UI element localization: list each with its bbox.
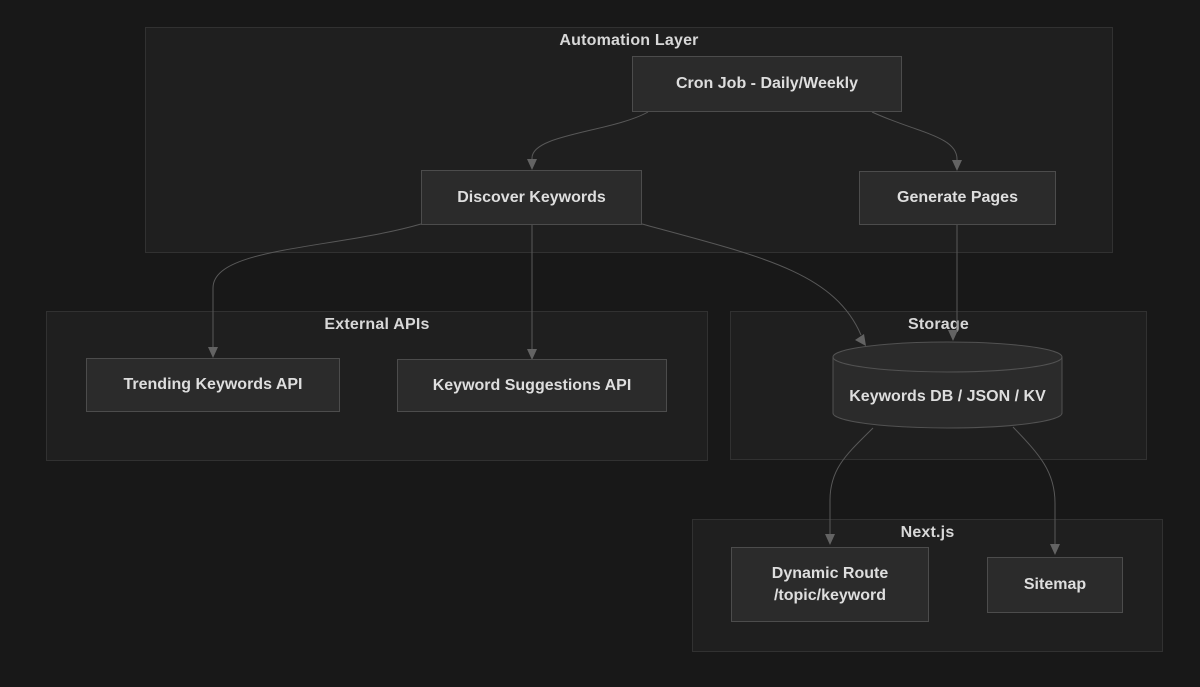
group-nextjs-title: Next.js	[900, 524, 955, 541]
node-dynamic-route-label-line2: /topic/keyword	[773, 586, 887, 604]
node-sitemap-label: Sitemap	[1023, 576, 1087, 594]
arrowhead-icon	[825, 534, 835, 545]
node-generate-pages-label: Generate Pages	[897, 189, 1018, 207]
edge-keywordsdb-to-sitemap	[1012, 426, 1056, 544]
arrowhead-icon	[948, 330, 958, 341]
arrowhead-icon	[527, 159, 537, 170]
node-trending-keywords-api: Trending Keywords API	[86, 358, 340, 412]
edge-discover-to-keywordsdb	[641, 223, 862, 336]
node-dynamic-route-label-line1: Dynamic Route	[771, 564, 889, 582]
node-sitemap: Sitemap	[987, 557, 1123, 613]
group-storage-title: Storage	[908, 316, 969, 333]
arrowhead-icon	[208, 347, 218, 358]
node-cron-job: Cron Job - Daily/Weekly	[632, 56, 902, 112]
node-keyword-suggestions-api-label: Keyword Suggestions API	[432, 376, 632, 394]
database-cylinder-top-icon	[832, 341, 1063, 373]
arrowhead-icon	[1050, 544, 1060, 555]
database-cylinder-icon	[832, 357, 1063, 429]
edge-keywordsdb-to-dynamicroute	[829, 427, 874, 534]
arrowhead-icon	[952, 160, 962, 171]
group-automation-layer-title: Automation Layer	[559, 32, 699, 49]
node-trending-keywords-api-label: Trending Keywords API	[123, 376, 303, 394]
edge-discover-to-trending	[212, 223, 422, 347]
edge-cronjob-to-generate	[871, 111, 958, 160]
group-external-apis-title: External APIs	[324, 316, 430, 333]
edge-cronjob-to-discover	[531, 111, 649, 159]
node-keywords-db-label: Keywords DB / JSON / KV	[849, 388, 1046, 405]
node-dynamic-route: Dynamic Route /topic/keyword	[731, 547, 929, 622]
node-generate-pages: Generate Pages	[859, 171, 1056, 225]
node-keyword-suggestions-api: Keyword Suggestions API	[397, 359, 667, 412]
arrowhead-icon	[527, 349, 537, 360]
arrowhead-icon	[855, 334, 866, 346]
node-cron-job-label: Cron Job - Daily/Weekly	[676, 75, 858, 93]
node-discover-keywords-label: Discover Keywords	[457, 188, 606, 206]
node-discover-keywords: Discover Keywords	[421, 170, 642, 225]
